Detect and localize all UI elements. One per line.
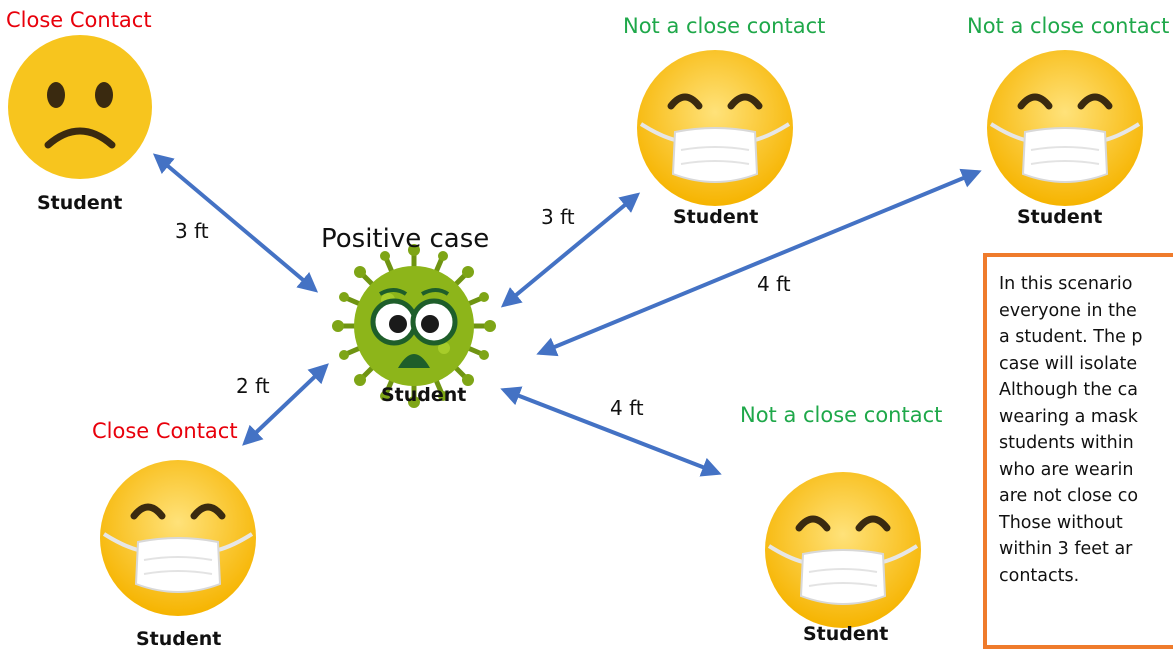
distance-label-top-right: 4 ft xyxy=(757,272,791,296)
distance-label-top-left: 3 ft xyxy=(175,219,209,243)
arrow-to-student-bottom-left xyxy=(242,363,329,446)
virus-icon xyxy=(332,244,496,408)
status-label-bottom-left: Close Contact xyxy=(92,419,238,443)
student-label-bottom-right: Student xyxy=(803,623,889,645)
positive-case-title: Positive case xyxy=(321,224,490,254)
masked-face-icon xyxy=(100,460,256,616)
student-label-top-right: Student xyxy=(1017,206,1103,228)
arrow-to-student-bottom-right xyxy=(500,386,722,477)
explanation-note: In this scenario everyone in the a stude… xyxy=(983,253,1173,649)
status-label-top-left: Close Contact xyxy=(6,8,152,32)
masked-face-icon xyxy=(765,472,921,628)
masked-face-icon xyxy=(637,50,793,206)
student-label-top-middle: Student xyxy=(673,206,759,228)
distance-arrows xyxy=(152,153,982,477)
distance-label-top-middle: 3 ft xyxy=(541,205,575,229)
arrow-to-student-top-left xyxy=(152,153,319,293)
sad-face-icon xyxy=(8,35,152,179)
student-label-center: Student xyxy=(381,384,467,406)
status-label-bottom-right: Not a close contact xyxy=(740,403,943,427)
distance-label-bottom-left: 2 ft xyxy=(236,374,270,398)
arrow-to-student-top-right xyxy=(536,168,982,357)
masked-face-icon xyxy=(987,50,1143,206)
distance-label-bottom-right: 4 ft xyxy=(610,396,644,420)
student-label-bottom-left: Student xyxy=(136,628,222,650)
status-label-top-middle: Not a close contact xyxy=(623,14,826,38)
status-label-top-right: Not a close contact xyxy=(967,14,1170,38)
student-label-top-left: Student xyxy=(37,192,123,214)
